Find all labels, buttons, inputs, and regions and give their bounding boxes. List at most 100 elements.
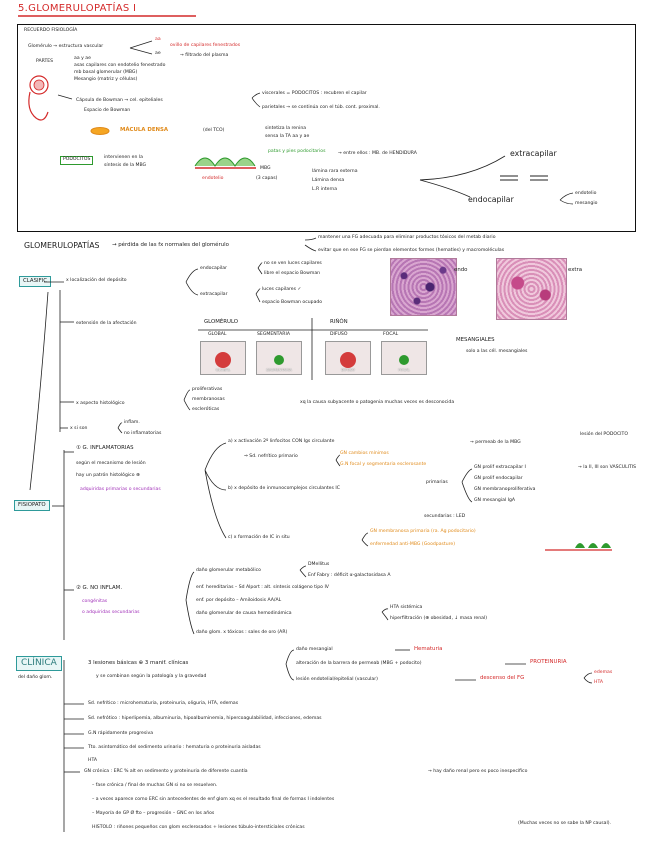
- clinica-label: CLÍNICA: [16, 656, 62, 671]
- aspecto-3: escleróticas: [192, 407, 220, 412]
- permeab-text: → permeab de la MBG: [470, 440, 521, 445]
- cronica-2: – a veces aparece como ERC sin anteceden…: [92, 797, 335, 802]
- difuso-tile: DIFUSO: [325, 341, 371, 375]
- page-title: 5.GLOMERULOPATÍAS I: [18, 3, 137, 14]
- partes-1: aa y ae: [74, 56, 91, 61]
- difuso-heading: DIFUSO: [330, 332, 348, 337]
- fisiopato-label: FISIOPATO: [14, 500, 50, 512]
- no-inflam-4b: hiperfiltración (⊕ obesidad, ↓ masa rena…: [390, 616, 488, 621]
- no-inflam-text: no inflamatorias: [124, 431, 162, 436]
- cronica-3: – Mayoría de GP Ø fto – progresión – GNC…: [92, 811, 215, 816]
- cronica-result: → hay daño renal pero es poco inespecífi…: [428, 769, 528, 774]
- si-son-text: x si son: [70, 426, 88, 431]
- difuso-tile-label: DIFUSO: [341, 368, 355, 372]
- no-inflam-4: daño glomerular de causa hemodinámica: [196, 611, 292, 616]
- segmentaria-tile: SEGMENTARIA: [256, 341, 302, 375]
- g-inflam-heading: ① G. INFLAMATORIAS: [76, 445, 134, 451]
- mech-a: a) x activación 2º linfocitos CON Igs ci…: [228, 439, 335, 444]
- endocapilar-label: endocapilar: [468, 195, 514, 204]
- result-2: PROTEINURIA: [530, 659, 567, 665]
- extra-img-label: extra: [568, 267, 583, 273]
- extra-label: extracapilar: [200, 292, 228, 297]
- endo-img-label: endo: [454, 267, 468, 273]
- endo-histology-image: [390, 258, 457, 316]
- cronica-1: – fase crónica / final de muchas GN si n…: [92, 783, 218, 788]
- cronica-4b: (Muchas veces no se sabe la NP causal).: [518, 821, 612, 826]
- extracapilar-label: extracapilar: [510, 149, 557, 158]
- segun-text: según el mecanismo de lesión: [76, 461, 146, 466]
- espacio-text: Espacio de Bowman: [84, 108, 131, 113]
- localizacion-text: x localización del depósito: [66, 278, 127, 283]
- definition-label: GLOMERULOPATÍAS: [24, 241, 100, 250]
- gn-2: GN prolif endocapilar: [474, 476, 523, 481]
- rinon-heading: RIÑÓN: [330, 319, 348, 325]
- focal-heading: FOCAL: [383, 332, 399, 337]
- global-heading: GLOBAL: [208, 332, 227, 337]
- podocitos-label: PODOCITOS: [60, 156, 94, 165]
- cronica-text: GN crónica : ERC % alt en sedimento y pr…: [84, 769, 248, 774]
- lesion-3: lesión endotelial/epitelial (vascular): [296, 677, 378, 682]
- aa-label: aa: [155, 37, 161, 42]
- ae-label: ae: [155, 51, 161, 56]
- sd-nefritico-primario: ⇒ Sd. nefrítico primario: [244, 454, 298, 459]
- visceral-text: viscerales = PODOCITOS : recubren el cap…: [262, 91, 367, 96]
- inflam-text: inflam.: [124, 420, 140, 425]
- combinan-text: y se combinan según la patología y la gr…: [96, 674, 207, 679]
- no-inflam-4a: HTA sistémica: [390, 605, 423, 610]
- segmentaria-tile-label: SEGMENTARIA: [266, 368, 292, 372]
- congenitas-text: congénitas: [82, 599, 108, 604]
- secundarias-text: secundarias : LED: [424, 514, 466, 519]
- global-tile: GLOBAL: [200, 341, 246, 375]
- clasif-label: CLASIFIC: [19, 276, 52, 288]
- mesangiales-label: MESANGIALES: [456, 337, 495, 343]
- capa-1: lámina rara externa: [312, 169, 358, 174]
- partes-3: mb basal glomerular (MBG): [74, 70, 138, 75]
- tco-label: (del TCO): [203, 128, 225, 133]
- entre-text: → entre ellos : MB. de HENDIDURA: [338, 151, 417, 156]
- parietal-text: parietales → se continúa con el túb. con…: [262, 105, 380, 110]
- capas-label: (3 capas): [256, 176, 278, 181]
- adq-sec-text: o adquiridas secundarias: [82, 610, 140, 615]
- no-inflam-1: daño glomerular metabólico: [196, 568, 261, 573]
- capsula-text: Cápsula de Bowman → cel. epiteliales: [76, 98, 163, 103]
- gn-4: GN mesangial IgA: [474, 498, 516, 503]
- gn-focal: G.N focal y segmentaria esclerosante: [340, 462, 427, 467]
- mech-c: c) x formación de IC in situ: [228, 535, 290, 540]
- definition-f1: mantener una FG adecuada para eliminar p…: [318, 235, 496, 240]
- sd-1: Sd. nefrítico : microhematuria, proteinu…: [88, 701, 239, 706]
- aspecto-2: membranosas: [192, 397, 225, 402]
- cronica-4: HISTOLO : riñones pequeños con glom escl…: [92, 825, 305, 830]
- glomerulo-def: Glomérulo → estructura vascular: [28, 44, 104, 49]
- recuerdo-heading: RECUERDO FISIOLOGÍA: [24, 28, 78, 33]
- global-tile-label: GLOBAL: [215, 368, 231, 372]
- vasculitis-text: → la II, III son VASCULITIS: [578, 465, 637, 470]
- gn-1: GN prolif extracapilar I: [474, 465, 526, 470]
- glomerulo-heading: GLOMÉRULO: [204, 319, 239, 325]
- result-1: Hematuria: [414, 646, 443, 652]
- extra-1: luces capilares ✓: [262, 287, 302, 292]
- primarias-label: primarias: [426, 480, 448, 485]
- hay-text: hay un patrón histológico ⊕: [76, 473, 140, 478]
- aspecto-1: proliferativas: [192, 387, 223, 392]
- lesiones-text: 3 lesiones básicas ⊕ 3 manif. clínicas: [88, 660, 189, 666]
- capa-3: L.R interna: [312, 187, 338, 192]
- endotelio-2: endotelio: [575, 191, 597, 196]
- sd-2: Sd. nefrótico : hiperlipemia, albuminuri…: [88, 716, 322, 721]
- no-inflam-2: enf. hereditarias – Sd Alport : alt. sín…: [196, 585, 329, 590]
- sd-3: G.N rápidamente progresiva: [88, 731, 154, 736]
- partes-4: Mesangio (matriz y células): [74, 77, 138, 82]
- c-2: enfermedad anti-MBG (Goodpasture): [370, 542, 456, 547]
- mbg-label: MBG: [260, 166, 271, 171]
- adquiridas-text: adquiridas primarias o secundarias: [80, 487, 161, 492]
- partes-label: PARTES: [36, 59, 54, 64]
- gn-3: GN membranoproliferativa: [474, 487, 536, 492]
- deposit-icon: [575, 543, 611, 548]
- sd-4: Tto. asintomático del sedimento urinario…: [88, 745, 261, 750]
- mesangio-label: mesangio: [575, 201, 598, 206]
- aspecto-text: x aspecto histológico: [76, 401, 125, 406]
- mech-b: b) x depósito de inmunocomplejos circula…: [228, 486, 340, 491]
- intervienen-1: intervienen en la: [104, 155, 143, 160]
- endotelio-label: endotelio: [202, 176, 224, 181]
- sintetiza-1: sintetiza la renina: [265, 126, 307, 131]
- macula-label: MÁCULA DENSA: [120, 127, 169, 133]
